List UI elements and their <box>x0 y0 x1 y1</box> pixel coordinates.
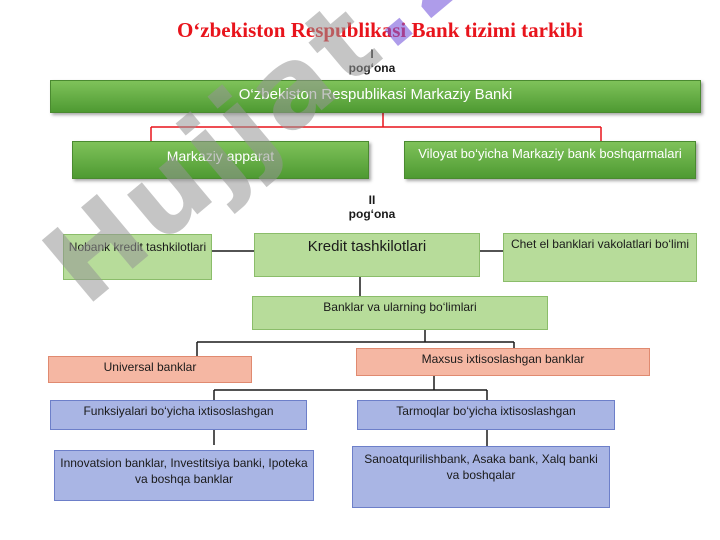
diagram-title: O‘zbekiston Respublikasi Bank tizimi tar… <box>176 18 584 42</box>
node-central-apparatus: Markaziy apparat <box>72 141 369 179</box>
red-connectors <box>150 113 602 141</box>
node-functional-examples: Innovatsion banklar, Investitsiya banki,… <box>54 450 314 501</box>
tier-2-word: pog‘ona <box>348 207 396 221</box>
node-universal-banks: Universal banklar <box>48 356 252 383</box>
tier-2-numeral: II <box>368 193 376 207</box>
tier-1-word: pog‘ona <box>348 61 396 75</box>
node-credit-organizations: Kredit tashkilotlari <box>254 233 480 277</box>
node-regional-offices: Viloyat bo‘yicha Markaziy bank boshqarma… <box>404 141 696 179</box>
node-sectoral-examples: Sanoatqurilishbank, Asaka bank, Xalq ban… <box>352 446 610 508</box>
tier-2-label: II pog‘ona <box>333 193 411 221</box>
node-non-bank-credit: Nobank kredit tashkilotlari <box>63 234 212 280</box>
black-connectors <box>196 250 515 446</box>
node-functional-specialization: Funksiyalari bo‘yicha ixtisoslashgan <box>50 400 307 430</box>
node-banks-and-branches: Banklar va ularning bo‘limlari <box>252 296 548 330</box>
tier-1-numeral: I <box>370 47 374 61</box>
node-foreign-representatives: Chet el banklari vakolatlari bo‘limi <box>503 233 697 282</box>
node-sectoral-specialization: Tarmoqlar bo‘yicha ixtisoslashgan <box>357 400 615 430</box>
tier-1-label: I pog‘ona <box>333 47 411 75</box>
node-specialized-banks: Maxsus ixtisoslashgan banklar <box>356 348 650 376</box>
node-central-bank: O‘zbekiston Respublikasi Markaziy Banki <box>50 80 701 113</box>
